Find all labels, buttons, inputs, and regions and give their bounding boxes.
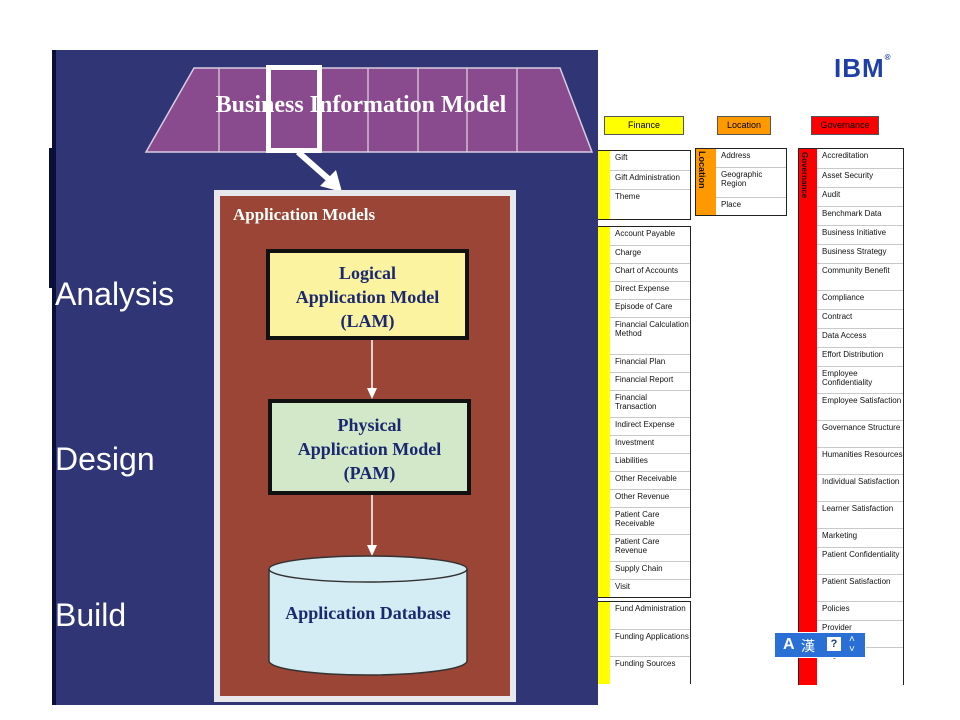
list-item: Direct Expense	[610, 281, 690, 300]
arrow-pam-to-database	[367, 495, 377, 556]
list-item: Geographic Region	[716, 167, 786, 198]
governance-vertical-label: Governance	[800, 152, 809, 199]
list-item: Theme	[610, 189, 690, 209]
ime-help-button[interactable]: ?	[827, 637, 841, 651]
arrow-lam-to-pam	[367, 340, 377, 399]
list-item: Data Access	[817, 328, 903, 348]
list-item: Financial Report	[610, 372, 690, 391]
list-item: Gift	[615, 153, 628, 162]
location-header: Location	[717, 116, 771, 135]
list-item: Benchmark Data	[817, 206, 903, 226]
list-item: Indirect Expense	[610, 417, 690, 436]
ime-options-icon[interactable]: ˄˅	[849, 634, 855, 655]
list-item: Patient Care Revenue	[610, 534, 690, 562]
list-item: Asset Security	[817, 168, 903, 188]
list-item: Compliance	[817, 290, 903, 310]
bim-title: Business Information Model	[215, 92, 507, 118]
ime-kanji-button[interactable]: 漢	[801, 638, 815, 654]
finance-header: Finance	[604, 116, 684, 135]
list-item: Business Strategy	[817, 244, 903, 264]
list-item: Patient Confidentiality	[817, 547, 903, 575]
list-item: Policies	[817, 601, 903, 621]
ime-mode-button[interactable]: A	[783, 636, 795, 653]
list-item: Liabilities	[610, 453, 690, 472]
list-item: Funding Sources	[610, 656, 690, 684]
list-item: Patient Care Receivable	[610, 507, 690, 535]
list-item: Business Initiative	[817, 225, 903, 245]
list-item: Episode of Care	[610, 299, 690, 318]
ibm-logo: IBM®	[834, 53, 892, 83]
location-vertical-label: Location	[697, 151, 707, 189]
pam-box: Physical Application Model (PAM)	[268, 399, 471, 495]
list-item: Contract	[817, 309, 903, 329]
list-item: Audit	[817, 187, 903, 207]
list-item: Community Benefit	[817, 263, 903, 291]
highlight-square	[266, 65, 322, 153]
list-item: Employee Satisfaction	[817, 393, 903, 421]
governance-header: Governance	[811, 116, 879, 135]
list-item: Financial Transaction	[610, 390, 690, 418]
business-information-model	[144, 67, 594, 153]
list-item: Fund Administration	[615, 604, 686, 613]
list-item: Effort Distribution	[817, 347, 903, 367]
lam-box: Logical Application Model (LAM)	[266, 249, 469, 340]
phase-build: Build	[55, 597, 127, 633]
list-item: Investment	[610, 435, 690, 454]
list-item: Individual Satisfaction	[817, 474, 903, 502]
list-item: Chart of Accounts	[610, 263, 690, 282]
list-item: Charge	[610, 245, 690, 264]
list-item: Accreditation	[822, 151, 869, 160]
database-cylinder-icon	[268, 555, 468, 676]
list-item: Place	[716, 197, 786, 216]
list-item: Financial Calculation Method	[610, 317, 690, 355]
list-item: Account Payable	[615, 229, 676, 238]
list-item: Funding Applications	[610, 629, 690, 657]
list-item: Provider	[817, 620, 903, 648]
ime-toolbar[interactable]: A 漢 ? ˄˅	[774, 632, 866, 658]
list-item: Supply Chain	[610, 561, 690, 580]
list-item: Learner Satisfaction	[817, 501, 903, 529]
phase-analysis: Analysis	[55, 276, 175, 312]
list-item: Gift Administration	[610, 170, 690, 190]
list-item: Humanities Resources	[817, 447, 903, 475]
list-item: Marketing	[817, 528, 903, 548]
phase-design: Design	[55, 441, 155, 477]
list-item: Address	[721, 151, 751, 160]
list-item: Other Revenue	[610, 489, 690, 508]
list-item: Other Receivable	[610, 471, 690, 490]
list-item: Employee Confidentiality	[817, 366, 903, 394]
list-item: Visit	[610, 579, 690, 598]
app-models-title: Application Models	[233, 205, 376, 224]
database-label: Application Database	[285, 603, 451, 623]
list-item: Governance Structure	[817, 420, 903, 448]
list-item: Patient Satisfaction	[817, 574, 903, 602]
list-item: Financial Plan	[610, 354, 690, 373]
pointer-arrow	[296, 149, 342, 192]
